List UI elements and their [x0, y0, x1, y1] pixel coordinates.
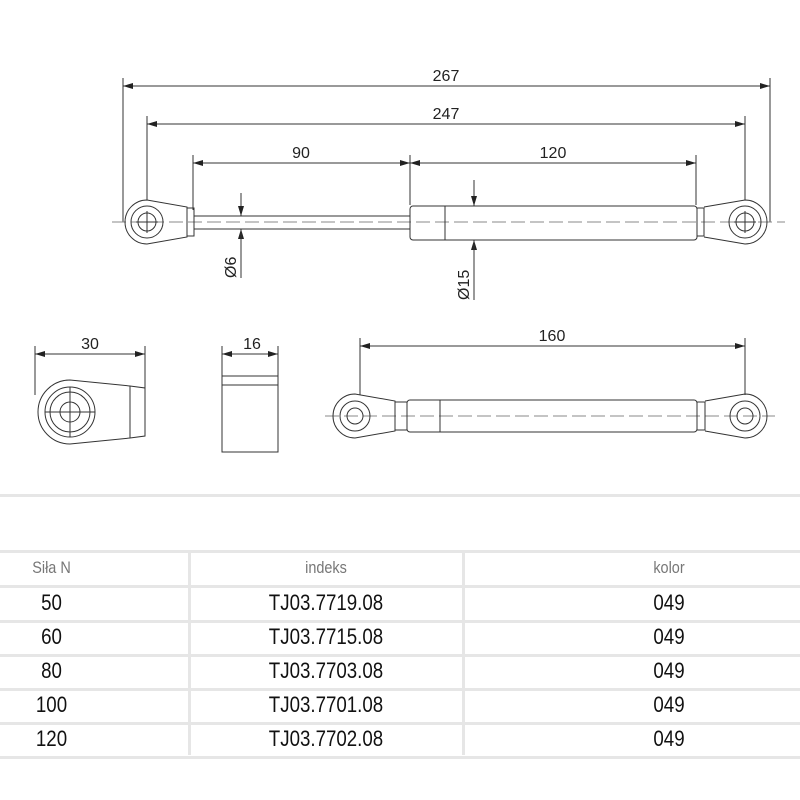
- index-cell: TJ03.7719.08: [268, 590, 384, 615]
- index-cell: TJ03.7702.08: [268, 726, 384, 751]
- color-cell: 049: [653, 624, 685, 649]
- force-cell: 50: [41, 590, 62, 615]
- table-row: 80 TJ03.7703.08 049: [0, 654, 800, 691]
- table-row: 100 TJ03.7701.08 049: [0, 688, 800, 725]
- header-color: kolor: [653, 558, 685, 577]
- dim-label-cyl-dia: Ø15: [456, 270, 473, 300]
- force-cell: 100: [35, 692, 68, 717]
- table-top-border: [0, 550, 800, 553]
- index-cell: TJ03.7703.08: [268, 658, 384, 683]
- column-separator: [462, 551, 465, 755]
- dim-label-30: 30: [81, 336, 99, 353]
- table-row: 50 TJ03.7719.08 049: [0, 586, 800, 623]
- divider: [0, 494, 800, 497]
- force-cell: 80: [41, 658, 62, 683]
- index-cell: TJ03.7715.08: [268, 624, 384, 649]
- force-cell: 60: [41, 624, 62, 649]
- dim-label-16: 16: [243, 336, 261, 353]
- table-header: Siła N indeks kolor: [0, 551, 800, 588]
- dim-label-267: 267: [433, 68, 460, 85]
- color-cell: 049: [653, 658, 685, 683]
- dim-label-120: 120: [540, 145, 567, 162]
- dim-label-90: 90: [292, 145, 310, 162]
- dim-label-rod-dia: Ø6: [223, 257, 240, 278]
- technical-drawing: 267 247 90 120 Ø6 Ø15 30 16 160: [34, 68, 785, 453]
- color-cell: 049: [653, 590, 685, 615]
- force-cell: 120: [35, 726, 68, 751]
- header-force: Siła N: [32, 558, 71, 577]
- color-cell: 049: [653, 726, 685, 751]
- table-row: 120 TJ03.7702.08 049: [0, 722, 800, 759]
- dim-label-160: 160: [539, 328, 566, 345]
- header-index: indeks: [305, 558, 347, 577]
- index-cell: TJ03.7701.08: [268, 692, 384, 717]
- column-separator: [188, 551, 191, 755]
- dim-label-247: 247: [433, 106, 460, 123]
- table-row: 60 TJ03.7715.08 049: [0, 620, 800, 657]
- color-cell: 049: [653, 692, 685, 717]
